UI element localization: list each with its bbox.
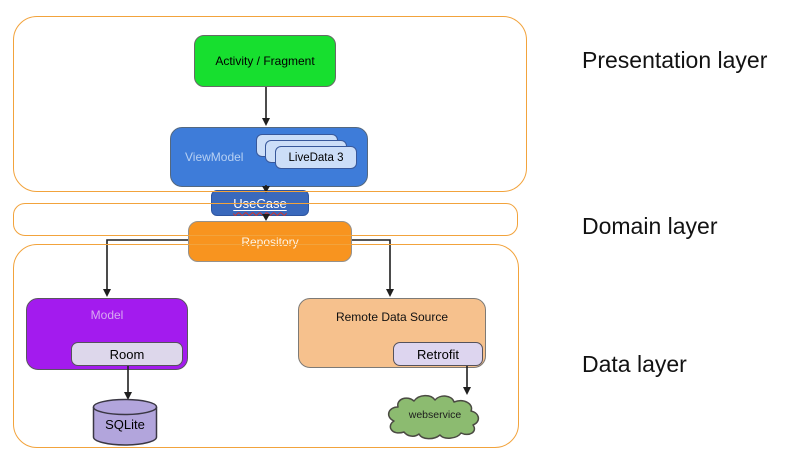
repository-node: Repository	[188, 221, 352, 262]
repository-label: Repository	[241, 234, 299, 249]
retrofit-label: Retrofit	[417, 346, 459, 362]
usecase-node: UseCase	[211, 190, 309, 216]
usecase-label: UseCase	[233, 195, 287, 211]
usecase-spellcheck-squiggle: UseCase	[233, 196, 286, 211]
viewmodel-node: ViewModel LiveData 3	[170, 127, 368, 187]
activity-fragment-label: Activity / Fragment	[215, 54, 315, 68]
webservice-cloud-icon: webservice	[384, 394, 486, 440]
model-label: Model	[90, 308, 124, 322]
presentation-layer-label: Presentation layer	[582, 47, 768, 73]
remote-data-source-label: Remote Data Source	[335, 310, 449, 324]
room-node: Room	[71, 342, 183, 366]
domain-layer-label: Domain layer	[582, 213, 718, 239]
activity-fragment-node: Activity / Fragment	[194, 35, 336, 87]
cloud-icon	[387, 394, 480, 440]
room-label: Room	[109, 346, 145, 362]
sqlite-label: SQLite	[105, 417, 145, 432]
database-cylinder-icon	[92, 398, 158, 446]
livedata-label: LiveData 3	[288, 151, 344, 164]
sqlite-database-icon: SQLite	[92, 398, 158, 446]
retrofit-node: Retrofit	[393, 342, 483, 366]
livedata-card-front: LiveData 3	[275, 146, 357, 169]
webservice-label: webservice	[408, 409, 462, 421]
viewmodel-label: ViewModel	[185, 150, 244, 164]
data-layer-label: Data layer	[582, 351, 687, 377]
